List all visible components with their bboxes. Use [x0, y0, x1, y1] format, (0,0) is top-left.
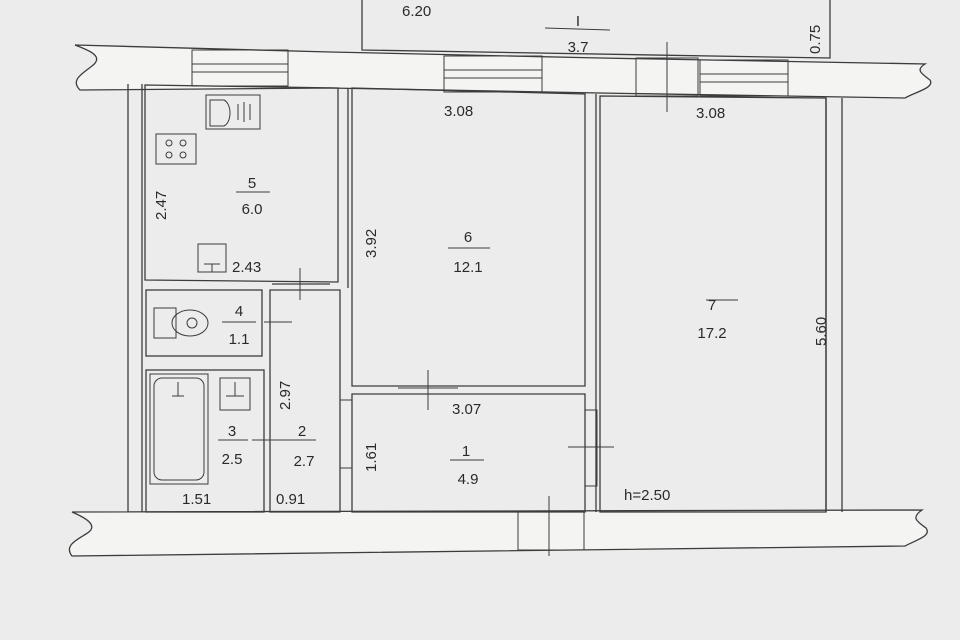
right-exterior-wall [825, 98, 843, 512]
room-7 [599, 95, 827, 513]
window-room-7 [699, 59, 789, 97]
room-1-area: 4.9 [458, 471, 479, 488]
dimension-room-1-width: 3.07 [452, 401, 481, 418]
dimension-room-6-width: 3.08 [444, 103, 473, 120]
room-5-area: 6.0 [242, 201, 263, 218]
dimension-room-6-height: 3.92 [363, 229, 380, 258]
ceiling-height-label: h=2.50 [624, 487, 670, 504]
left-exterior-wall [127, 84, 143, 512]
room-7-area: 17.2 [697, 325, 726, 342]
dimension-hallway-width: 0.91 [276, 491, 305, 508]
balcony-number-label: I [576, 13, 580, 30]
sink-icon [205, 94, 261, 130]
dimension-bathroom-width: 1.51 [182, 491, 211, 508]
cabinet-icon [197, 243, 227, 273]
dimension-room-1-height: 1.61 [363, 443, 380, 472]
balcony [361, 0, 831, 59]
dimension-room-7-height: 5.60 [813, 317, 830, 346]
room-6-area: 12.1 [453, 259, 482, 276]
room-5-number: 5 [248, 175, 256, 192]
balcony-area-label: 3.7 [568, 39, 589, 56]
room-3-number: 3 [228, 423, 236, 440]
washbasin-icon [219, 377, 251, 411]
room-6 [351, 87, 597, 512]
room-6-number: 6 [464, 229, 472, 246]
dimension-kitchen-width: 2.43 [232, 259, 261, 276]
room-bathroom [145, 369, 265, 513]
bottom-exterior-wall [68, 509, 928, 557]
room-1-number: 1 [462, 443, 470, 460]
bathtub-icon [149, 373, 209, 485]
dimension-room-7-width: 3.08 [696, 105, 725, 122]
room-4-number: 4 [235, 303, 243, 320]
dimension-kitchen-height: 2.47 [153, 191, 170, 220]
room-2-number: 2 [298, 423, 306, 440]
toilet-icon [153, 307, 209, 339]
balcony-length-label: 6.20 [402, 3, 431, 20]
balcony-depth-label: 0.75 [807, 25, 824, 54]
room-4-area: 1.1 [229, 331, 250, 348]
room-7-number: 7 [708, 297, 716, 314]
room-2-area: 2.7 [294, 453, 315, 470]
room-entry [339, 370, 614, 513]
top-exterior-wall [74, 44, 932, 99]
room-3-area: 2.5 [222, 451, 243, 468]
stove-icon [155, 133, 197, 165]
room-hallway [252, 268, 341, 513]
room-kitchen [144, 84, 349, 288]
room-toilet [145, 289, 263, 357]
dimension-hallway-length: 2.97 [277, 381, 294, 410]
